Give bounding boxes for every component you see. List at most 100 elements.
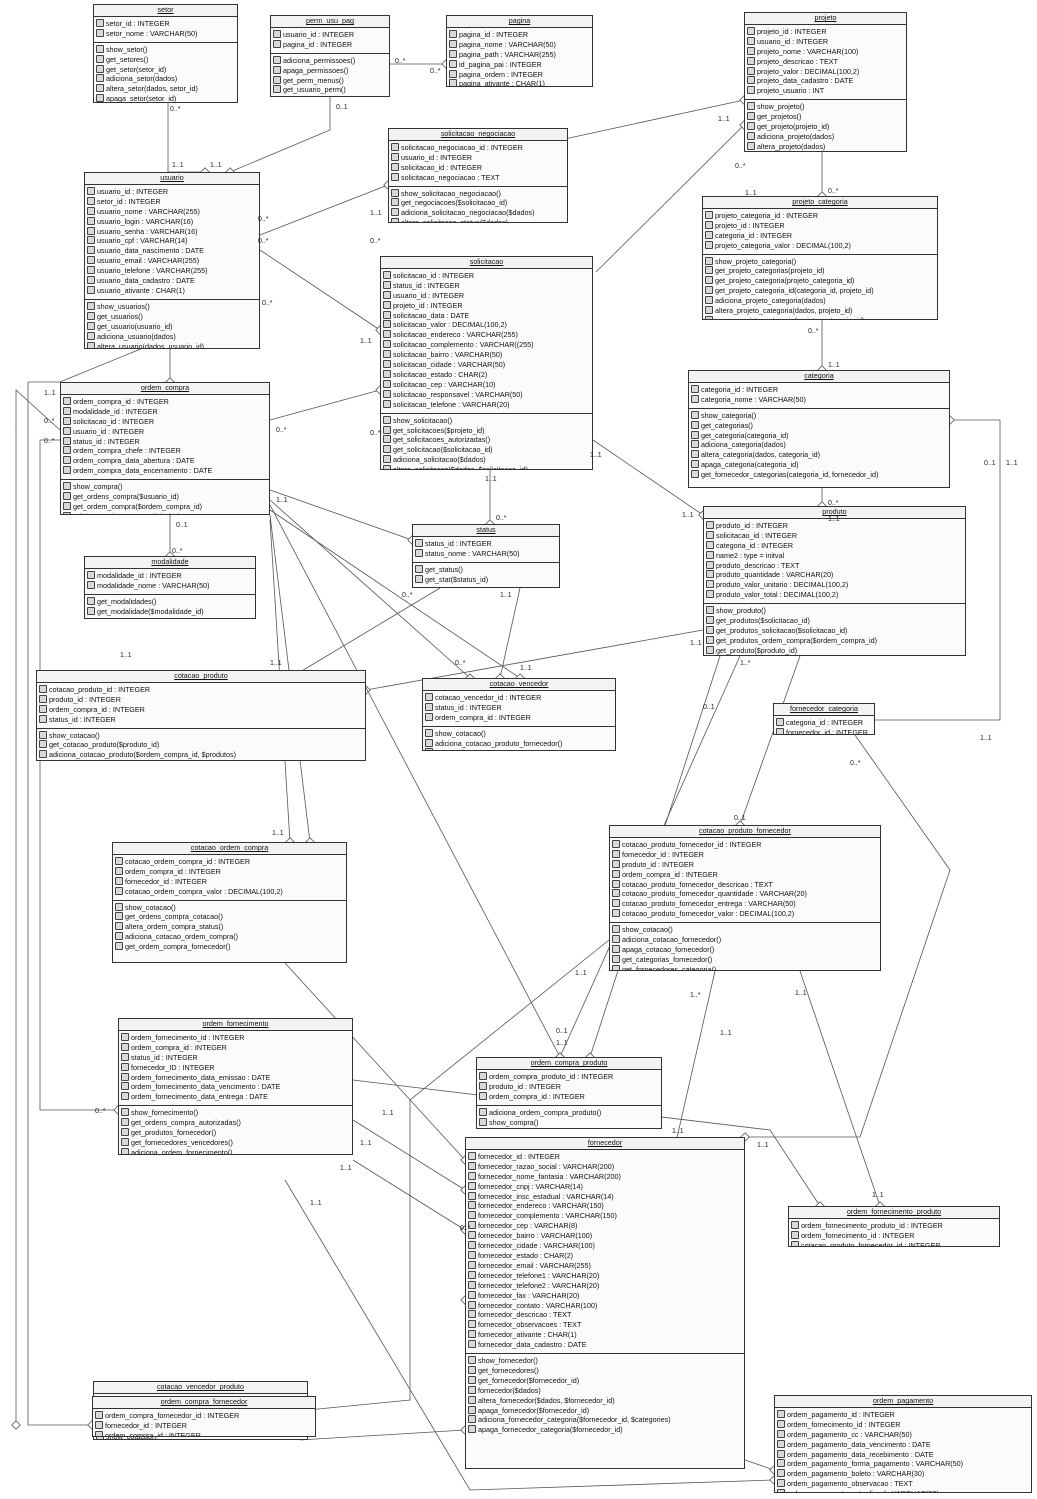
multiplicity-label: 1..*: [740, 660, 751, 667]
multiplicity-label: 1..1: [828, 516, 840, 523]
operation-row: get_setor(setor_id): [96, 64, 235, 75]
operation-icon: [705, 276, 713, 285]
attribute-row: solicitacao_complemento : VARCHAR((255): [383, 340, 590, 350]
multiplicity-label: 0..*: [455, 660, 466, 667]
operation-icon: [96, 44, 104, 53]
operation-text: get_modalidades(): [97, 596, 157, 606]
operation-row: get_ordem_compra_fornecedor(): [115, 942, 344, 952]
class-name: usuario: [85, 173, 259, 185]
attribute-row: status_nome : VARCHAR(50): [415, 548, 557, 559]
operation-icon: [121, 1128, 129, 1137]
attribute-text: ordem_compra_id : INTEGER: [125, 866, 221, 876]
attribute-row: ordem_compra_id : INTEGER: [115, 866, 344, 877]
attribute-text: usuario_data_nascimento : DATE: [97, 246, 204, 256]
operation-icon: [273, 55, 281, 64]
attribute-row: ordem_pagamento_observacao : TEXT: [777, 1479, 1029, 1489]
operation-row: get_stat($status_id): [415, 574, 557, 585]
attribute-row: usuario_id : INTEGER: [747, 36, 904, 47]
operation-row: get_negociacoes($solicitacao_id): [391, 198, 565, 208]
operation-text: adiciona_projeto(dados): [757, 131, 835, 141]
operation-row: adiciona_setor(dados): [96, 74, 235, 84]
operation-row: fornecedor($dados): [468, 1385, 742, 1396]
attribute-icon: [425, 692, 433, 701]
attribute-row: status_id : INTEGER: [415, 538, 557, 549]
operation-icon: [612, 964, 620, 970]
operation-row: adiciona_usuario(dados): [87, 331, 257, 342]
attribute-icon: [87, 196, 95, 205]
class-name: cotacao_produto: [37, 671, 365, 683]
attribute-row: ordem_compra_data_encerramento : DATE: [63, 466, 267, 476]
operation-row: show_fornecimento(): [121, 1108, 350, 1118]
operation-text: get_fornecedor($fornecedor_id): [478, 1375, 580, 1385]
operation-icon: [115, 912, 123, 921]
operation-row: adiciona_ordem_compra($dados): [63, 511, 267, 514]
multiplicity-label: 1..1: [276, 497, 288, 504]
attribute-row: ordem_pagamento_forma_pagamento : VARCHA…: [777, 1459, 1029, 1469]
class-name: ordem_fornecimento: [119, 1019, 352, 1031]
operation-row: adiciona_solicitacao_negociacao($dados): [391, 208, 565, 218]
attribute-row: solicitacao_responsavel : VARCHAR(50): [383, 389, 590, 400]
class-name: modalidade: [85, 557, 255, 569]
operation-icon: [691, 450, 699, 459]
attribute-icon: [383, 290, 391, 299]
operation-row: show_cotacao(): [115, 902, 344, 913]
attribute-icon: [468, 1340, 476, 1349]
attribute-text: solicitacao_bairro : VARCHAR(50): [393, 350, 503, 360]
operation-text: show_fornecedor(): [478, 1356, 538, 1366]
attribute-text: modalidade_nome : VARCHAR(50): [97, 580, 210, 590]
operation-icon: [706, 645, 714, 654]
attribute-icon: [468, 1221, 476, 1230]
attribute-row: cotacao_ordem_compra_id : INTEGER: [115, 856, 344, 867]
operation-row: get_categoria(categoria_id): [691, 430, 947, 441]
operation-row: altera_fornecedor($dados, $fornecedor_id…: [468, 1395, 742, 1406]
operation-icon: [96, 64, 104, 73]
attribute-row: produto_quantidade : VARCHAR(20): [706, 570, 963, 580]
operation-text: show_projeto(): [757, 102, 805, 112]
operations-compartment: get_modalidades()get_modalidade($modalid…: [85, 595, 255, 618]
class-name: setor: [94, 5, 237, 17]
multiplicity-label: 0..1: [734, 815, 746, 822]
multiplicity-label: 0..*: [258, 216, 269, 223]
attribute-text: status_id : INTEGER: [131, 1052, 198, 1062]
attribute-icon: [706, 560, 714, 569]
attribute-text: solicitacao_id : INTEGER: [716, 530, 798, 540]
operation-row: altera_solicitacao($dados, $solicitacao_…: [383, 465, 590, 469]
attribute-text: fornecedor_endereco : VARCHAR(150): [478, 1201, 604, 1211]
attribute-row: ordem_fornecimento_data_emissao : DATE: [121, 1072, 350, 1083]
operation-row: adiciona_cotacao_fornecedor(): [612, 935, 878, 945]
attribute-text: solicitacao_id : INTEGER: [73, 416, 155, 426]
attribute-text: projeto_valor : DECIMAL(100,2): [757, 66, 860, 76]
attribute-row: fornecedor_id : INTEGER: [468, 1151, 742, 1162]
attribute-text: ordem_compra_id : INTEGER: [622, 869, 718, 879]
attribute-text: ordem_fornecimento_id : INTEGER: [131, 1032, 245, 1042]
operation-row: adiciona_categoria(dados): [691, 440, 947, 450]
operation-icon: [39, 760, 47, 761]
attribute-row: pagina_ordem : INTEGER: [449, 69, 590, 80]
operation-row: get_setores(): [96, 54, 235, 65]
attribute-text: projeto_id : INTEGER: [757, 26, 827, 36]
attribute-row: cotacao_produto_fornecedor_quantidade : …: [612, 889, 878, 899]
association-line: [592, 439, 704, 516]
attribute-row: cotacao_produto_fornecedor_valor : DECIM…: [612, 909, 878, 919]
attribute-row: projeto_categoria_valor : DECIMAL(100,2): [705, 240, 935, 251]
attribute-row: fornecedor_complemento : VARCHAR(150): [468, 1211, 742, 1221]
operation-row: altera_projeto_categoria(dados, projeto_…: [705, 306, 935, 316]
attribute-icon: [63, 466, 71, 475]
attribute-icon: [63, 456, 71, 465]
operation-icon: [612, 925, 620, 934]
operation-row: get_categorias(): [691, 420, 947, 431]
operation-row: show_compra(): [63, 482, 267, 492]
operation-row: show_cotacao(): [425, 728, 613, 739]
operation-text: show_cotacao(): [49, 730, 100, 740]
operation-icon: [383, 465, 391, 469]
attribute-text: fornecedor_ID : INTEGER: [131, 1062, 215, 1072]
operation-icon: [747, 122, 755, 131]
attribute-row: solicitacao_telefone : VARCHAR(20): [383, 399, 590, 410]
attribute-icon: [468, 1171, 476, 1180]
attribute-row: cotacao_vencedor_id : INTEGER: [425, 692, 613, 703]
attribute-text: cotacao_produto_fornecedor_quantidade : …: [622, 889, 807, 899]
